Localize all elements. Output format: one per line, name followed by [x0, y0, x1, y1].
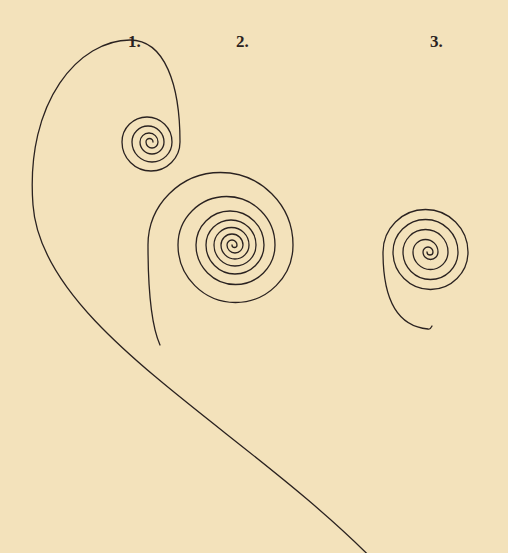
spiral-two: [148, 173, 293, 346]
figure-number: 2.: [236, 33, 249, 50]
spiral-three: [383, 210, 468, 330]
figure-number: 1.: [128, 33, 141, 50]
spiral-one: [32, 40, 384, 553]
figure-number: 3.: [430, 33, 443, 50]
